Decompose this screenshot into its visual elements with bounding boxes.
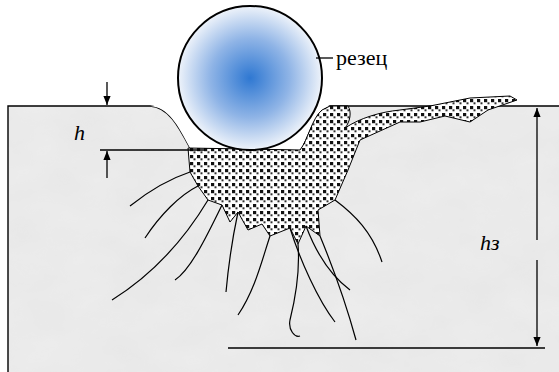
- depth-label: h: [74, 122, 85, 144]
- leader-line: [316, 57, 333, 58]
- zone-depth-dimension: [228, 108, 545, 348]
- zone-depth-label: hз: [480, 232, 500, 254]
- rock-block: [8, 106, 559, 372]
- cutter-label: резец: [336, 47, 387, 69]
- depth-dimension: [100, 82, 205, 178]
- cutter-disc: [178, 6, 322, 150]
- crack-lines: [112, 172, 382, 340]
